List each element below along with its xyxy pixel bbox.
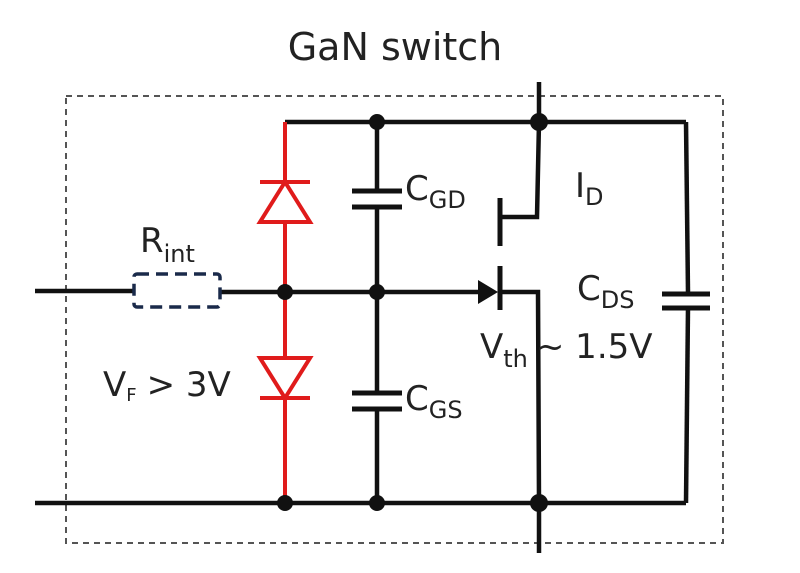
cds-lower-lead [683, 306, 691, 504]
node-cgd-top [369, 114, 385, 130]
node-drain [530, 113, 548, 131]
resistor-icon-rint [132, 272, 222, 309]
capacitor-icon-cgs [352, 390, 402, 412]
node-cgs-source [369, 495, 385, 511]
node-cap-gate [369, 284, 385, 300]
wires [35, 82, 691, 553]
capacitor-icon-cds [662, 291, 710, 311]
label-diode-forward-voltage: VF> 3V [103, 365, 231, 406]
label-cgd: CGD [405, 169, 466, 214]
diagram-title: GaN switch [288, 25, 503, 69]
gate-clamp-diodes [256, 122, 314, 503]
label-cgs: CGS [405, 379, 463, 424]
gate-arrow-icon [478, 280, 498, 304]
switch-boundary [65, 95, 724, 544]
capacitor-icon-cgd [352, 188, 402, 210]
node-source [530, 494, 548, 512]
junction-nodes [277, 113, 548, 512]
node-diode-source [277, 495, 293, 511]
node-diode-gate [277, 284, 293, 300]
label-cds: CDS [577, 269, 634, 314]
label-threshold-voltage: Vth~ 1.5V [480, 327, 653, 373]
gan-hemt-icon [478, 198, 503, 310]
label-drain-current: ID [575, 166, 604, 211]
drain-lead [500, 121, 542, 220]
diode-icon-lower [256, 356, 314, 402]
cds-upper-lead [683, 121, 691, 294]
source-lead [500, 289, 542, 504]
diode-icon-upper [256, 178, 314, 224]
label-rint: Rint [140, 221, 195, 268]
